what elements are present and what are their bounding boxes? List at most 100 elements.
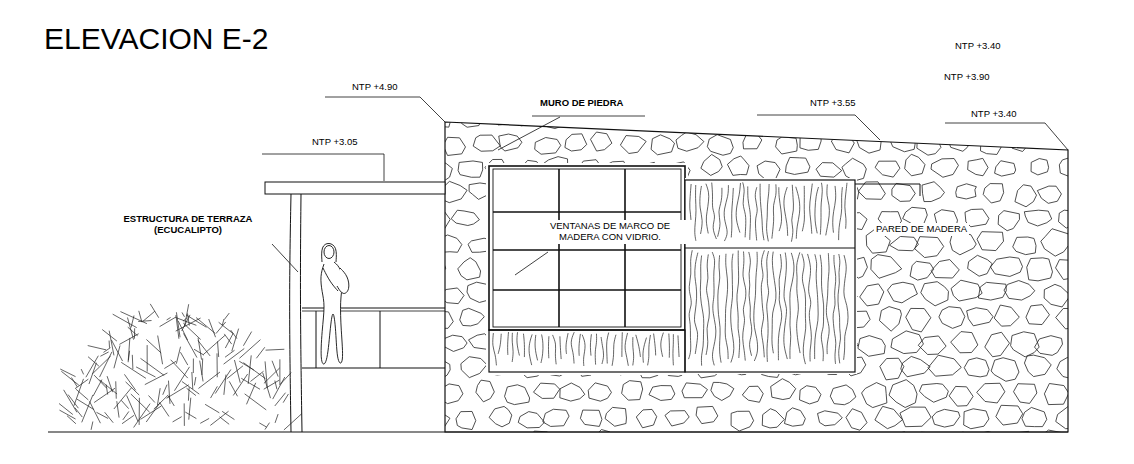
stone: [964, 409, 989, 429]
wood-grain: [731, 254, 734, 363]
stone: [440, 384, 463, 404]
stone: [800, 386, 821, 404]
stone: [917, 432, 943, 452]
shrub-stroke: [256, 347, 264, 358]
stone: [922, 182, 944, 202]
stone: [423, 259, 446, 276]
wood-grain: [632, 337, 634, 365]
stone: [697, 108, 720, 124]
shrub-stroke: [200, 361, 203, 382]
shrub-stroke: [224, 313, 229, 319]
railing: [302, 308, 445, 309]
stone: [680, 432, 702, 451]
wood-grain: [579, 334, 580, 356]
wood-grain: [621, 332, 622, 357]
railing-post: [380, 311, 381, 368]
wood-grain: [612, 335, 616, 366]
stone: [910, 261, 934, 280]
wood-grain: [808, 254, 812, 362]
stone: [978, 282, 1006, 300]
stone: [830, 385, 856, 405]
shrub-stroke: [224, 375, 226, 395]
wood-grain: [833, 255, 836, 364]
shrub-stroke: [198, 372, 220, 388]
stone: [504, 436, 529, 451]
stone: [1011, 332, 1040, 357]
wood-grain: [706, 254, 709, 355]
stone: [787, 108, 809, 125]
stone: [518, 412, 544, 428]
stone: [875, 161, 900, 177]
stone: [543, 409, 569, 426]
stone: [1013, 237, 1036, 255]
stone: [533, 383, 559, 398]
stone: [1026, 305, 1050, 325]
wood-grain: [754, 252, 758, 361]
shrub-stroke: [188, 387, 190, 400]
shrub-stroke: [167, 317, 171, 320]
stone: [901, 356, 930, 376]
wood-grain: [712, 252, 716, 365]
wood-grain: [672, 334, 673, 365]
stone: [649, 386, 675, 401]
wood-grain: [668, 334, 670, 358]
shrub-stroke: [109, 341, 110, 348]
shrub-stroke: [100, 352, 108, 356]
stone: [977, 383, 1005, 403]
shrub-stroke: [193, 359, 194, 373]
stone: [802, 435, 823, 453]
shrub-stroke: [171, 360, 188, 378]
stone: [950, 432, 978, 456]
wood-grain: [517, 332, 519, 355]
wood-grain: [737, 250, 740, 357]
stone: [857, 131, 881, 153]
stone: [429, 211, 450, 229]
annotation-label: NTP +3.55: [810, 98, 856, 109]
shrub-stroke: [74, 379, 84, 406]
stone: [849, 108, 873, 128]
stone: [709, 433, 733, 453]
wood-grain: [595, 334, 596, 365]
stone: [931, 159, 958, 178]
stone: [456, 411, 476, 429]
annotation-label: ESTRUCTURA DE TERRAZA (ECUCALIPTO): [100, 214, 276, 236]
stone: [427, 311, 453, 328]
shrub-stroke: [209, 319, 216, 337]
stone: [842, 158, 866, 181]
shrub-stroke: [90, 401, 101, 423]
wood-grain: [654, 334, 656, 356]
stone: [437, 235, 462, 252]
wood-grain: [755, 187, 757, 240]
shrub-stroke: [176, 315, 179, 339]
wood-grain: [784, 187, 788, 236]
stone: [731, 411, 754, 431]
shrub-stroke: [182, 315, 190, 331]
wood-grain: [833, 186, 836, 233]
stone: [951, 280, 982, 301]
shrub-stroke: [182, 312, 184, 316]
wood-grain: [790, 253, 794, 359]
wood-grain: [797, 252, 801, 353]
stone: [776, 137, 798, 154]
wood-grain: [731, 188, 733, 237]
stone: [932, 409, 960, 427]
window-frame-inner: [493, 169, 681, 327]
stone: [762, 409, 784, 428]
shrub-stroke: [219, 417, 229, 425]
wood-grain: [796, 187, 800, 239]
shrub-stroke: [215, 369, 231, 393]
stone: [665, 411, 689, 426]
stone: [622, 381, 643, 400]
eucalyptus-post: [290, 194, 291, 432]
stone: [743, 131, 762, 149]
wood-grain: [507, 332, 509, 355]
shrub-stroke: [140, 358, 164, 375]
stone: [443, 137, 466, 155]
shrub-stroke: [272, 361, 278, 377]
stone: [1056, 308, 1087, 329]
wood-grain: [706, 184, 709, 234]
wood-grain: [566, 333, 568, 354]
shrub-stroke: [189, 398, 191, 420]
wood-grain: [700, 256, 703, 366]
stone: [998, 211, 1019, 231]
